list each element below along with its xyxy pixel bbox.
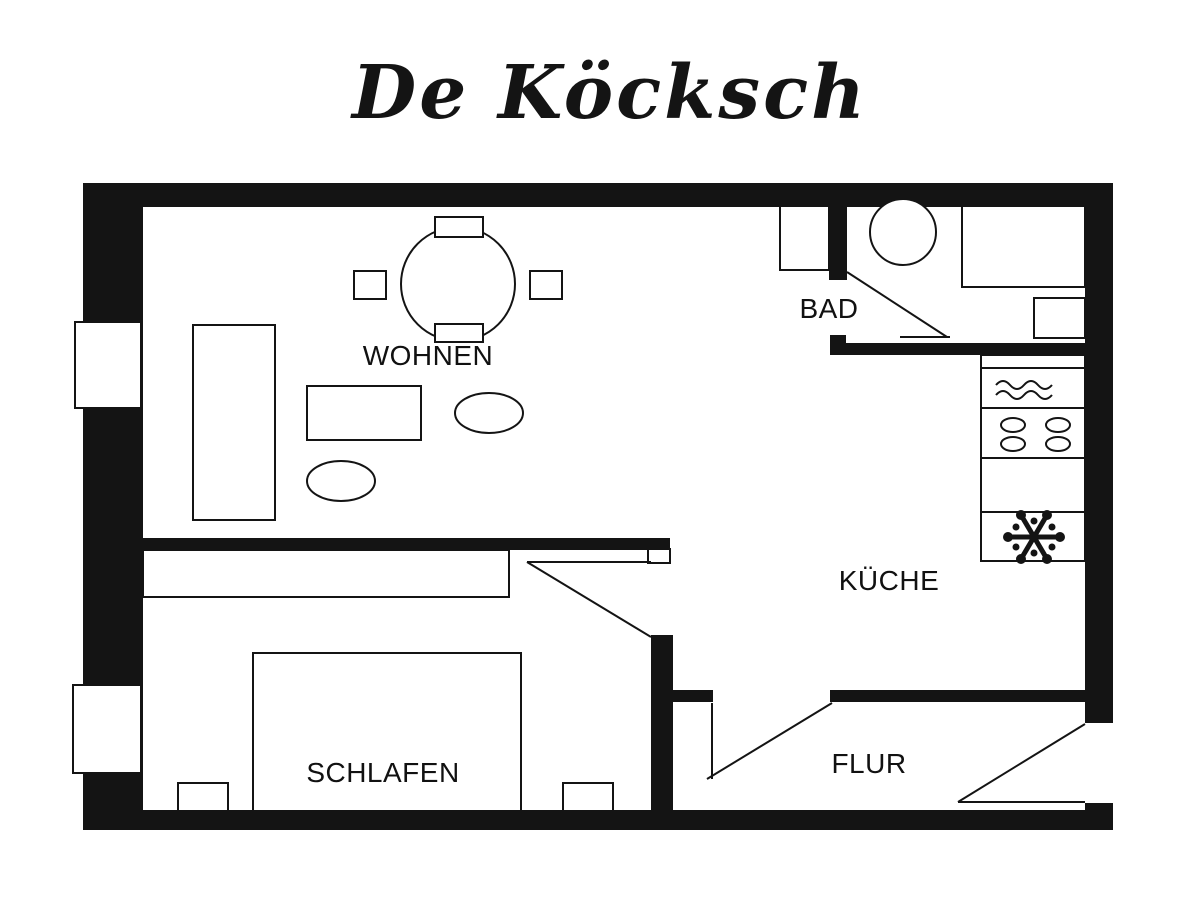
room-label-bad: BAD [799, 293, 858, 324]
snowflake-icon [1003, 510, 1065, 564]
coffee-table [306, 385, 422, 441]
wall-flur-top-left [665, 690, 713, 702]
bottom-wall [83, 810, 1113, 830]
toilet-icon [869, 198, 937, 266]
right-wall-lower [1085, 803, 1113, 830]
pouf-round [306, 460, 376, 502]
room-label-kueche: KÜCHE [839, 565, 940, 596]
window-wohnen [74, 321, 142, 409]
sofa [192, 324, 276, 521]
sink-icon [995, 380, 1053, 400]
room-label-wohnen: WOHNEN [363, 340, 494, 371]
door-jamb-schlafen [647, 548, 671, 564]
wall-flur-top-right [830, 690, 1088, 702]
wall-bad-left [829, 205, 847, 280]
chair-top [434, 216, 484, 238]
flur-doors [706, 702, 1086, 803]
bad-cabinet [779, 205, 830, 271]
wall-bad-bottom [830, 343, 1088, 355]
plan-title: De Köcksch [350, 50, 868, 136]
interior-walls [143, 205, 1088, 815]
chair-bottom [434, 323, 484, 343]
flur-door-swing-left [706, 702, 833, 780]
wohnen-furniture [192, 216, 563, 521]
bed [252, 652, 522, 812]
window-schlafen [72, 684, 142, 774]
wall-schlafen-flur [651, 635, 673, 815]
shower-tray [961, 205, 1086, 288]
kitchen-counter [980, 354, 1086, 564]
side-table-round [454, 392, 524, 434]
room-label-schlafen: SCHLAFEN [306, 757, 459, 788]
nightstand-left [177, 782, 229, 812]
wardrobe [142, 549, 510, 598]
chair-right [529, 270, 563, 300]
washbasin [1033, 297, 1086, 339]
schlafen-door-swing [526, 561, 652, 638]
stove-icon [1000, 417, 1071, 452]
right-wall-upper [1085, 183, 1113, 723]
nightstand-right [562, 782, 614, 812]
bad-fixtures [779, 198, 1086, 339]
outer-walls [83, 183, 1113, 830]
schlafen-furniture [142, 549, 652, 812]
wall-wohnen-schlafen [143, 538, 670, 550]
bad-door-swing [846, 271, 948, 338]
chair-left [353, 270, 387, 300]
room-label-flur: FLUR [831, 748, 906, 779]
top-wall [83, 183, 1113, 207]
entrance-door-swing [957, 723, 1086, 803]
